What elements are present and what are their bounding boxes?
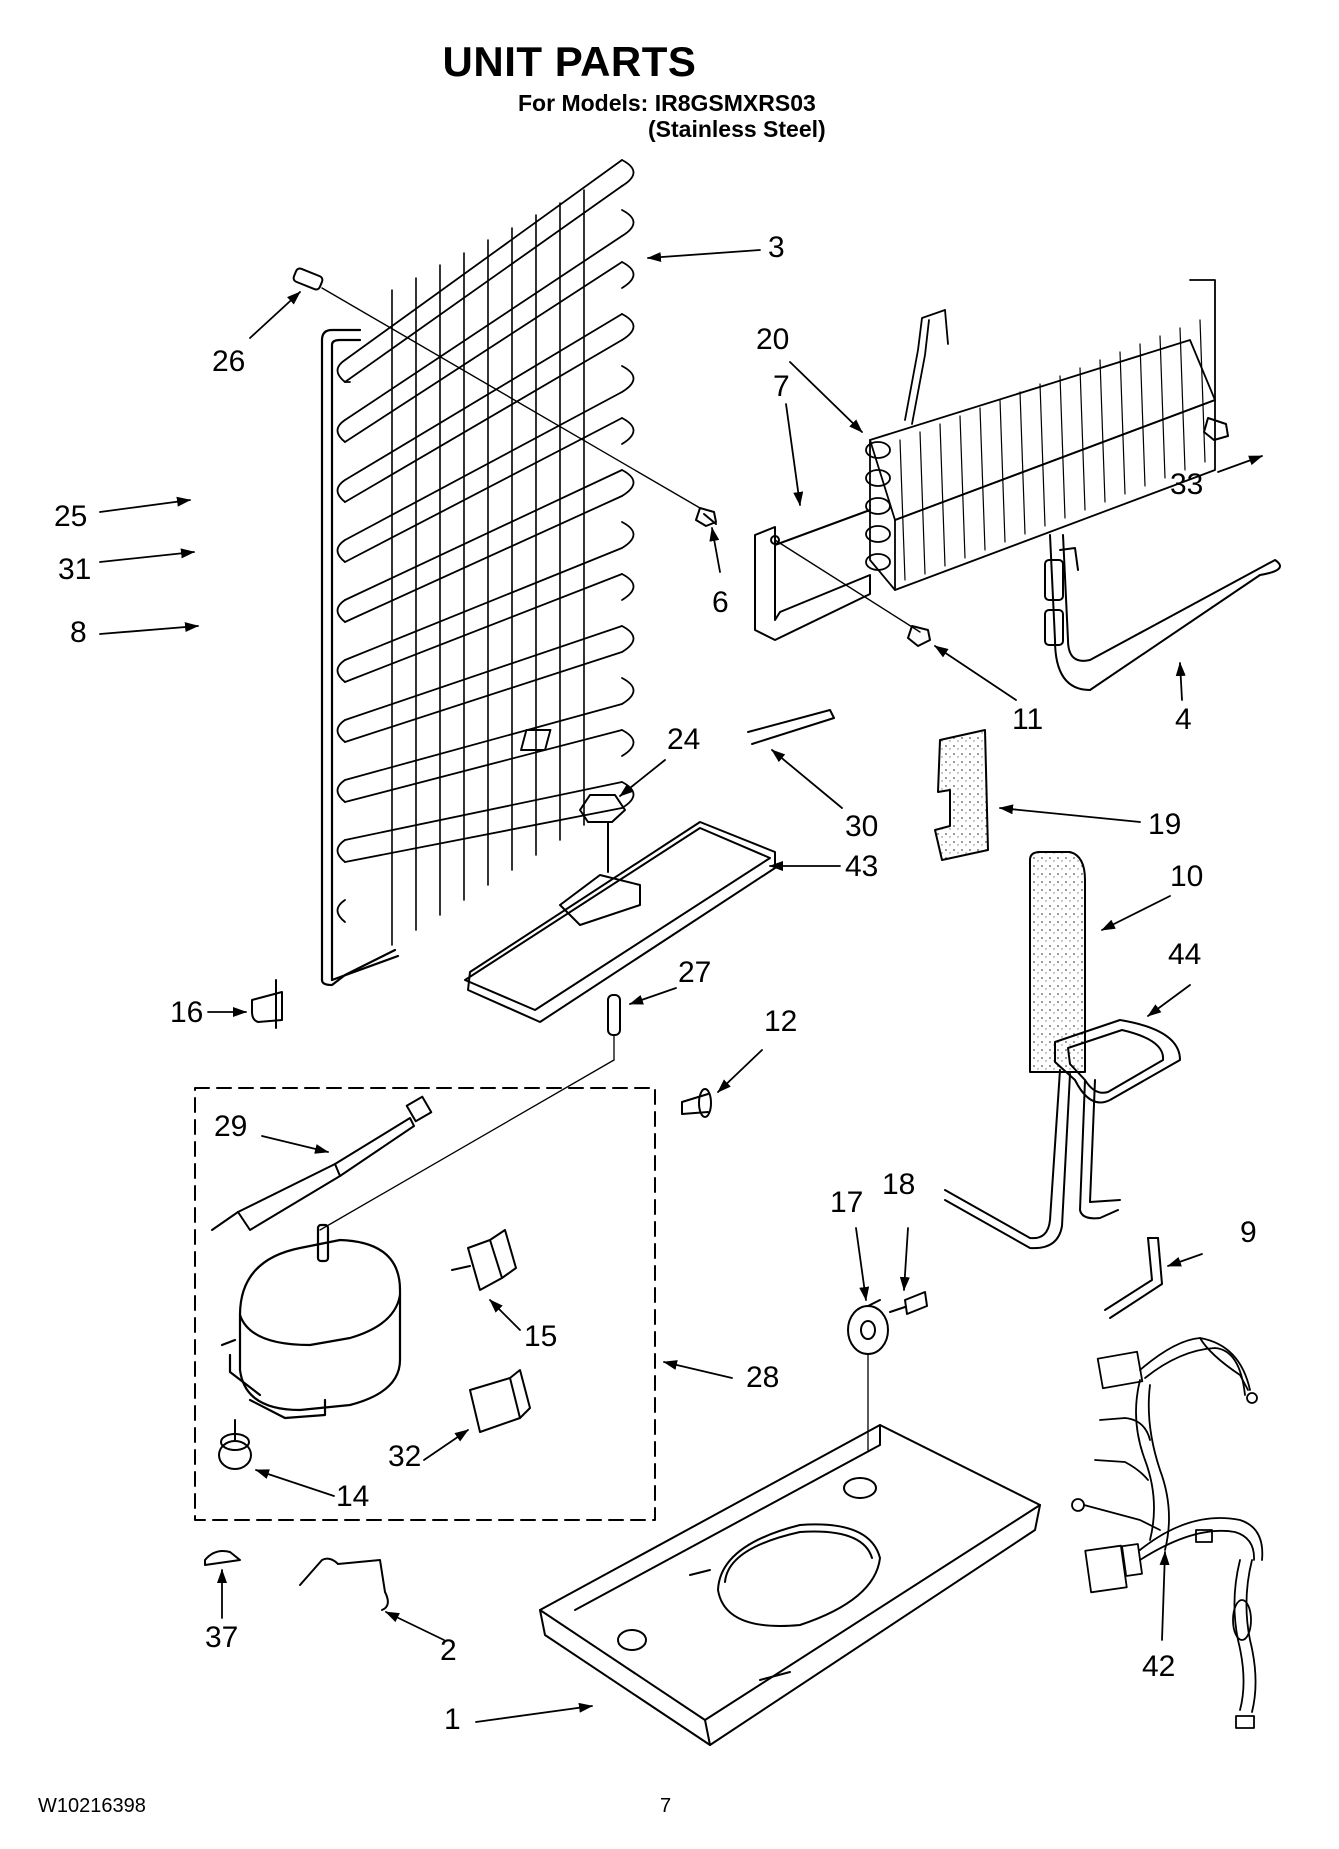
callout-11: 11 <box>1012 703 1044 736</box>
defrost-heater-4 <box>1044 534 1281 691</box>
grommet-12 <box>681 1088 712 1118</box>
callout-31: 31 <box>58 553 92 586</box>
screw-11 <box>907 625 931 647</box>
callout-12: 12 <box>764 1005 798 1038</box>
callout-17: 17 <box>830 1186 864 1219</box>
screw-18 <box>889 1291 928 1315</box>
models-line: For Models: IR8GSMXRS03 <box>518 90 816 116</box>
callout-14: 14 <box>336 1480 370 1513</box>
callout-3: 3 <box>768 231 785 264</box>
callout-24: 24 <box>667 723 701 756</box>
relay-15 <box>451 1229 517 1291</box>
callout-33: 33 <box>1170 468 1204 501</box>
tube-27 <box>319 994 621 1231</box>
callout-15: 15 <box>524 1320 558 1353</box>
mounting-bracket-7 <box>754 509 921 641</box>
callout-20: 20 <box>756 323 790 356</box>
callout-43: 43 <box>845 850 879 883</box>
callout-25: 25 <box>54 500 88 533</box>
screw-33 <box>1203 417 1229 441</box>
capacitor-32 <box>469 1369 531 1433</box>
callout-leaders <box>99 249 1263 1723</box>
callout-28: 28 <box>746 1361 780 1394</box>
callout-7: 7 <box>773 370 790 403</box>
callout-4: 4 <box>1175 703 1192 736</box>
compressor <box>220 1223 402 1420</box>
callout-2: 2 <box>440 1634 457 1667</box>
base-pan-1 <box>539 1424 1041 1746</box>
wire-clip-2 <box>299 1557 389 1611</box>
callout-9: 9 <box>1240 1216 1257 1249</box>
tube-9 <box>1104 1237 1163 1319</box>
callout-18: 18 <box>882 1168 916 1201</box>
callout-1: 1 <box>444 1703 461 1736</box>
filter-drier-29 <box>211 1095 433 1231</box>
callout-10: 10 <box>1170 860 1204 893</box>
callout-42: 42 <box>1142 1650 1176 1683</box>
callout-37: 37 <box>205 1621 239 1654</box>
callout-44: 44 <box>1168 938 1202 971</box>
foam-pad-19 <box>934 729 989 861</box>
callout-30: 30 <box>845 810 879 843</box>
cable-tie-30 <box>520 709 835 751</box>
finish-line: (Stainless Steel) <box>648 116 826 142</box>
leveling-foot-17 <box>847 1299 889 1451</box>
callout-6: 6 <box>712 586 729 619</box>
callout-26: 26 <box>212 345 246 378</box>
screw-6 <box>695 507 717 527</box>
callout-29: 29 <box>214 1110 248 1143</box>
condenser-coil <box>320 159 635 987</box>
compressor-assembly-boundary <box>194 1087 656 1521</box>
page-number: 7 <box>660 1795 672 1817</box>
foam-pad-10 <box>1029 851 1086 1073</box>
tubing-44 <box>944 1019 1181 1250</box>
callout-16: 16 <box>170 996 204 1029</box>
callout-27: 27 <box>678 956 712 989</box>
document-number: W10216398 <box>38 1795 146 1817</box>
evaporator <box>865 279 1216 591</box>
grommet-14 <box>218 1419 252 1470</box>
callout-32: 32 <box>388 1440 422 1473</box>
page-title: UNIT PARTS <box>442 38 697 85</box>
clip-37 <box>204 1550 241 1566</box>
callout-8: 8 <box>70 616 87 649</box>
clip-16 <box>251 979 283 1029</box>
bolt-26 <box>292 267 701 509</box>
callout-19: 19 <box>1148 808 1182 841</box>
wiring-harness-42 <box>1071 1337 1264 1729</box>
